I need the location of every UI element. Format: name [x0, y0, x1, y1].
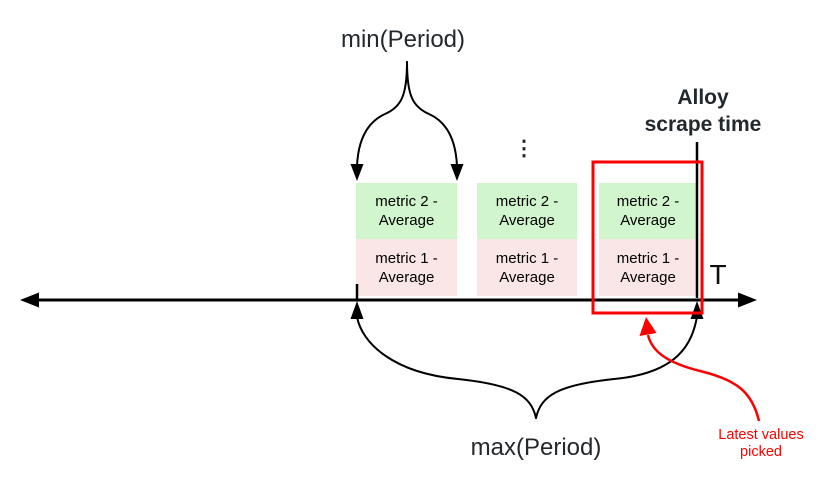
time-axis-label: T: [709, 259, 727, 290]
metric-box-label: Average: [499, 268, 555, 286]
metric-box-label: Average: [378, 268, 435, 286]
metric-group-2: metric 2 - Average metric 1 - Average: [477, 183, 577, 296]
alloy-scrape-time-label: Alloy scrape time: [645, 84, 762, 138]
metric-box-label: Average: [620, 212, 676, 229]
metric1-average-box: metric 1 - Average: [356, 239, 457, 296]
metric-box-label: metric 2 -: [495, 193, 559, 210]
metric-box-label: Average: [620, 268, 676, 286]
metric2-average-box: metric 2 - Average: [356, 183, 457, 239]
metric-box-label: metric 1 -: [375, 249, 438, 267]
latest-values-line2: picked: [740, 444, 782, 460]
latest-values-line1: Latest values: [718, 427, 804, 443]
metric1-average-box: metric 1 - Average: [599, 239, 697, 296]
metric-box-label: metric 2 -: [616, 193, 680, 210]
metric1-average-box: metric 1 - Average: [477, 239, 577, 296]
timeline-left-arrowhead: [20, 292, 39, 308]
alloy-scrape-time-line2: scrape time: [644, 113, 762, 136]
min-brace-left-arrowhead: [350, 164, 364, 181]
latest-values-arrowhead: [639, 317, 657, 336]
metric-box-label: Average: [378, 212, 435, 229]
min-period-brace: [350, 61, 464, 181]
min-period-label: min(Period): [340, 26, 466, 53]
more-samples-ellipsis: ⋮: [513, 137, 535, 160]
metric-group-3: metric 2 - Average metric 1 - Average: [599, 183, 697, 296]
latest-values-arrow: [639, 317, 761, 422]
max-brace-left-arrowhead: [350, 301, 364, 319]
metric-group-1: metric 2 - Average metric 1 - Average: [356, 183, 457, 296]
alloy-scrape-time-line1: Alloy: [677, 86, 729, 109]
metric-box-label: metric 1 -: [616, 249, 680, 267]
metric-box-label: Average: [499, 212, 555, 229]
metric2-average-box: metric 2 - Average: [599, 183, 697, 239]
metric2-average-box: metric 2 - Average: [477, 183, 577, 239]
max-period-label: max(Period): [470, 434, 602, 461]
metric-box-label: metric 1 -: [495, 249, 559, 267]
max-brace-right-arrowhead: [690, 301, 704, 319]
timeline-right-arrowhead: [738, 292, 757, 308]
latest-values-picked-label: Latest values picked: [718, 427, 803, 461]
min-brace-right-arrowhead: [450, 164, 464, 181]
metric-box-label: metric 2 -: [375, 193, 438, 210]
max-period-brace: [350, 301, 704, 419]
